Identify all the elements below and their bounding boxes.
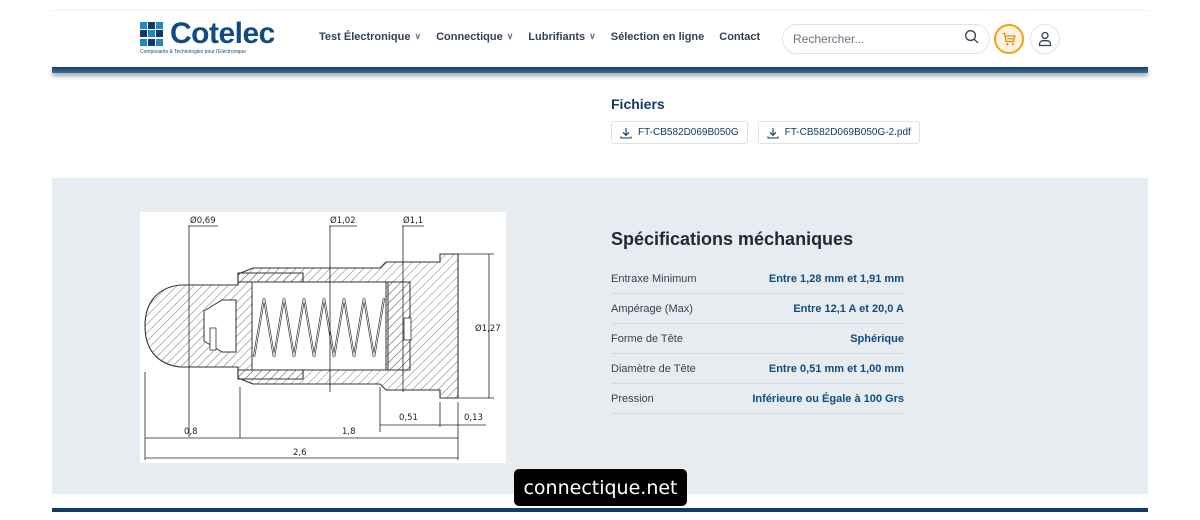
file-name: FT-CB582D069B050G — [638, 127, 739, 138]
spec-label: Entraxe Minimum — [611, 272, 697, 285]
spec-label: Ampérage (Max) — [611, 302, 693, 315]
spec-value: Inférieure ou Égale à 100 Grs — [752, 392, 904, 405]
nav-item-test-electronique[interactable]: Test Électronique ∨ — [319, 30, 422, 44]
spec-value: Entre 1,28 mm et 1,91 mm — [768, 272, 904, 285]
dim-label: Ø1,02 — [330, 215, 356, 226]
header-shadow-bar — [52, 67, 1148, 73]
user-icon — [1038, 31, 1052, 47]
technical-drawing: Ø0,69 Ø1,02 Ø1,1 Ø1,27 0,8 1,8 0,51 0,13… — [140, 212, 506, 463]
spec-row: Forme de Tête Sphérique — [611, 324, 904, 354]
dim-label: 1,8 — [342, 427, 356, 437]
spec-row: Pression Inférieure ou Égale à 100 Grs — [611, 384, 904, 414]
nav-item-label: Connectique — [436, 31, 503, 43]
file-name: FT-CB582D069B050G-2.pdf — [784, 127, 911, 138]
file-download-button[interactable]: FT-CB582D069B050G — [611, 121, 748, 144]
spec-label: Forme de Tête — [611, 332, 683, 345]
technical-drawing-svg: Ø0,69 Ø1,02 Ø1,1 Ø1,27 0,8 1,8 0,51 0,13… — [144, 215, 501, 460]
cart-icon — [1002, 32, 1016, 46]
file-download-button[interactable]: FT-CB582D069B050G-2.pdf — [757, 121, 920, 144]
spec-row: Entraxe Minimum Entre 1,28 mm et 1,91 mm — [611, 264, 904, 294]
nav-item-lubrifiants[interactable]: Lubrifiants ∨ — [528, 30, 596, 44]
nav-item-connectique[interactable]: Connectique ∨ — [436, 30, 514, 44]
dim-label: 0,13 — [464, 413, 483, 423]
chevron-down-icon: ∨ — [414, 30, 422, 41]
nav-item-label: Contact — [719, 31, 761, 43]
dim-label: 2,6 — [293, 448, 307, 458]
spec-row: Diamètre de Tête Entre 0,51 mm et 1,00 m… — [611, 354, 904, 384]
specs-section: Ø0,69 Ø1,02 Ø1,1 Ø1,27 0,8 1,8 0,51 0,13… — [52, 178, 1148, 494]
files-title: Fichiers — [611, 96, 665, 112]
dim-label: Ø1,1 — [403, 215, 423, 226]
spec-label: Pression — [611, 392, 654, 405]
mechanical-specs: Spécifications méchaniques Entraxe Minim… — [611, 229, 904, 414]
download-icon — [767, 127, 779, 139]
spec-value: Entre 0,51 mm et 1,00 mm — [768, 362, 904, 375]
logo-tagline: Composants & Technologies pour l'Electro… — [140, 49, 246, 55]
dim-label: Ø0,69 — [190, 215, 216, 226]
dim-label: 0,8 — [184, 427, 198, 437]
spec-label: Diamètre de Tête — [611, 362, 696, 375]
search-box — [782, 24, 990, 54]
files-block: Fichiers FT-CB582D069B050G FT-CB582D069B… — [611, 96, 920, 144]
files-list: FT-CB582D069B050G FT-CB582D069B050G-2.pd… — [611, 121, 920, 144]
account-button[interactable] — [1030, 24, 1060, 54]
spec-value: Sphérique — [850, 332, 904, 345]
nav-item-label: Sélection en ligne — [610, 31, 705, 43]
logo-mark-icon — [140, 22, 164, 46]
cart-button[interactable] — [994, 24, 1024, 54]
dim-label: 0,51 — [399, 413, 418, 423]
spec-value: Entre 12,1 A et 20,0 A — [793, 302, 904, 315]
nav-item-selection-en-ligne[interactable]: Sélection en ligne — [611, 31, 705, 43]
nav-item-label: Test Électronique — [319, 31, 411, 43]
footer-top-border — [52, 508, 1148, 512]
dim-label: Ø1,27 — [475, 323, 501, 334]
logo[interactable]: Cotelec Composants & Technologies pour l… — [140, 17, 275, 55]
chevron-down-icon: ∨ — [589, 30, 596, 41]
nav-item-label: Lubrifiants — [528, 31, 586, 43]
search-input[interactable] — [793, 32, 953, 46]
spec-row: Ampérage (Max) Entre 12,1 A et 20,0 A — [611, 294, 904, 324]
logo-text: Cotelec — [170, 17, 275, 50]
watermark-label: connectique.net — [514, 469, 687, 506]
download-icon — [620, 127, 632, 139]
nav-item-contact[interactable]: Contact — [719, 31, 760, 43]
site-header: Cotelec Composants & Technologies pour l… — [52, 10, 1148, 68]
specs-title: Spécifications méchaniques — [611, 229, 854, 249]
search-icon[interactable] — [964, 29, 979, 49]
chevron-down-icon: ∨ — [506, 30, 514, 41]
main-nav: Test Électronique ∨ Connectique ∨ Lubrif… — [319, 30, 760, 44]
